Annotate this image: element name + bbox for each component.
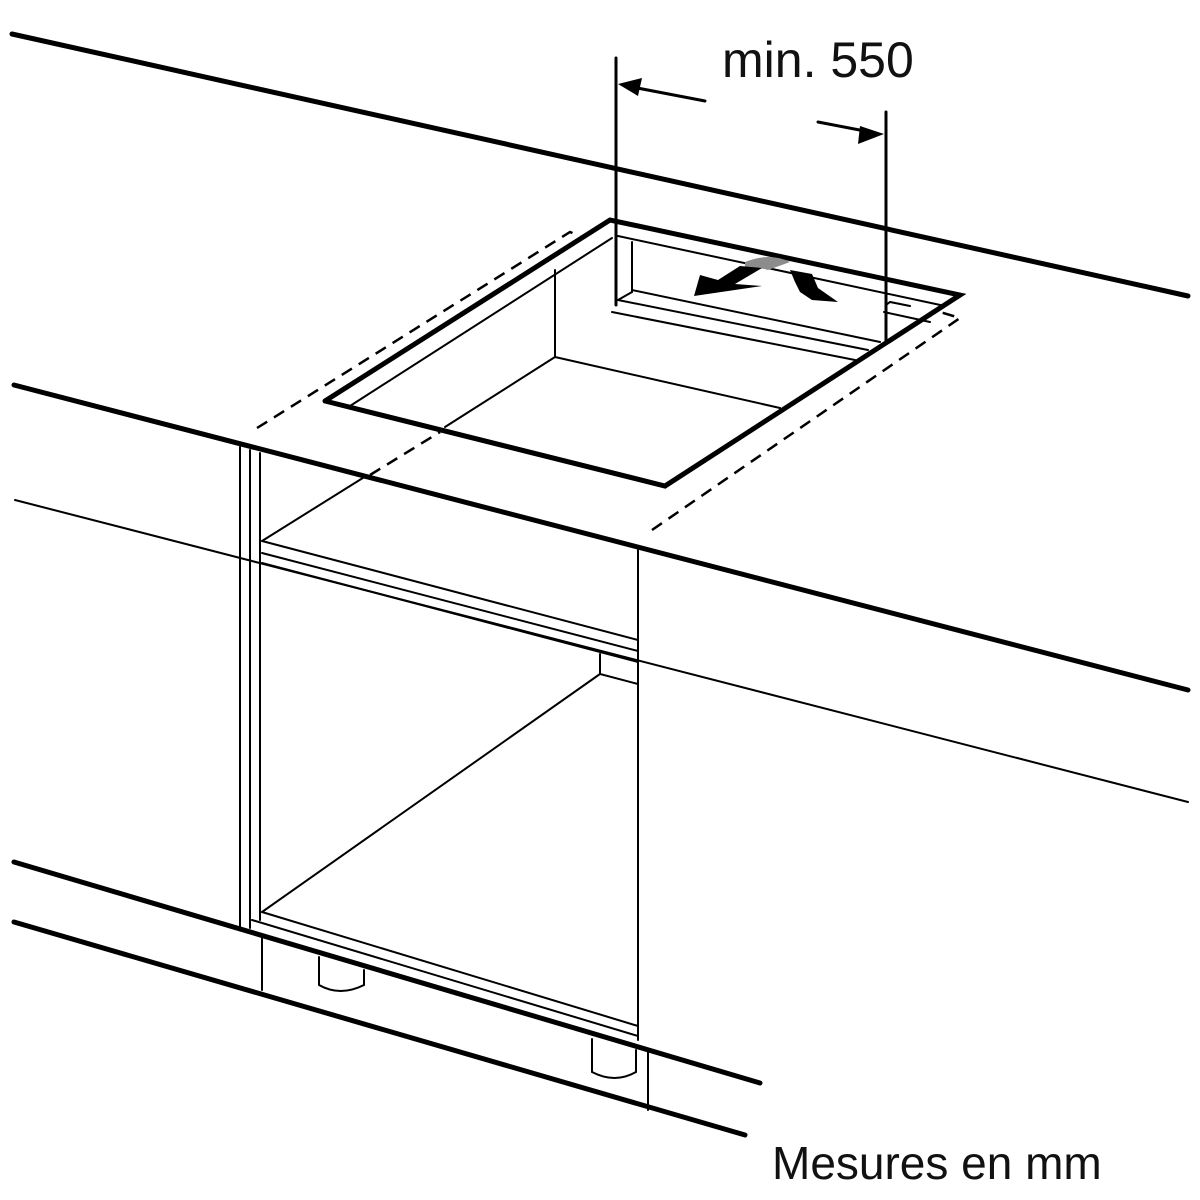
worktop-front-edge bbox=[11, 382, 1191, 693]
dimension-arrow-left-icon bbox=[618, 78, 642, 96]
dimension-lines bbox=[614, 56, 888, 344]
worktop bbox=[9, 31, 1191, 803]
worktop-lower-line bbox=[14, 499, 1189, 803]
hob-cutout bbox=[322, 217, 967, 489]
cabinet-feet bbox=[318, 956, 637, 1079]
base-cabinet bbox=[239, 446, 639, 1041]
foot-left-icon bbox=[318, 956, 365, 992]
dimension-arrow-right-icon bbox=[858, 126, 884, 144]
airflow-arrow-right-icon bbox=[790, 270, 838, 302]
worktop-back-edge bbox=[9, 31, 1191, 299]
dashed-hob-outline bbox=[256, 230, 963, 532]
dimension-label: min. 550 bbox=[722, 32, 914, 88]
units-caption: Mesures en mm bbox=[772, 1137, 1102, 1189]
plinth bbox=[11, 859, 763, 1138]
foot-right-icon bbox=[591, 1038, 637, 1079]
arrow-shadow-icon bbox=[745, 257, 790, 270]
airflow-arrow-left-icon bbox=[694, 266, 762, 296]
ventilation-arrows bbox=[694, 257, 838, 302]
